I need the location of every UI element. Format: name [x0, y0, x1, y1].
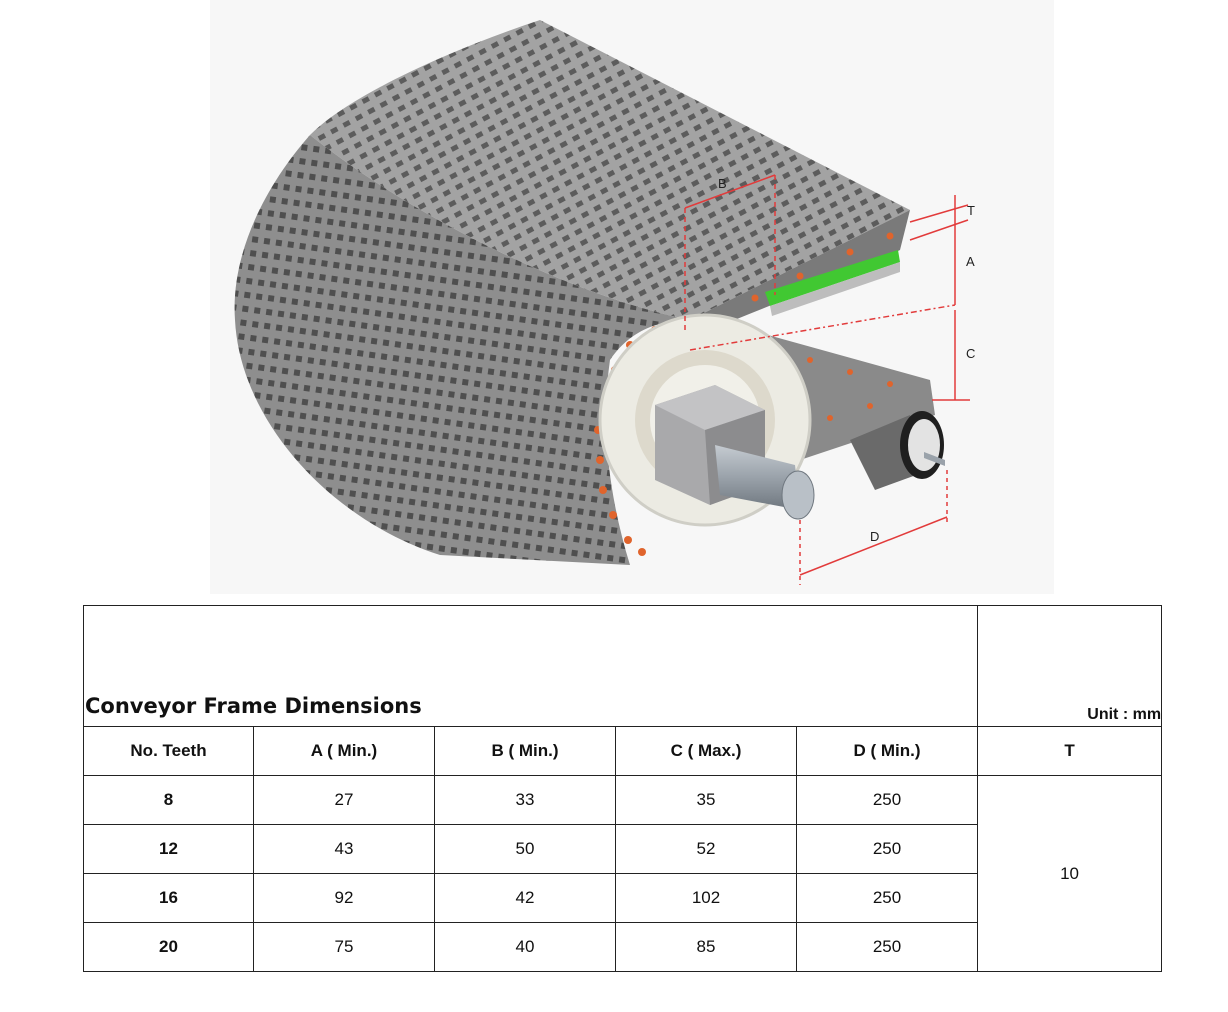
cell-a: 92 [253, 873, 435, 923]
cell-a: 43 [253, 824, 435, 874]
cell-d: 250 [795, 824, 979, 874]
cell-c: 102 [615, 873, 797, 923]
cell-b: 42 [434, 873, 616, 923]
unit-cell: Unit : mm [977, 605, 1163, 727]
cell-c: 52 [615, 824, 797, 874]
cell-t: 10 [977, 775, 1163, 972]
header-c: C ( Max.) [615, 726, 797, 776]
cell-teeth: 12 [83, 824, 254, 874]
cell-b: 40 [434, 922, 616, 972]
cell-teeth: 8 [83, 775, 254, 825]
cell-a: 75 [253, 922, 435, 972]
cell-teeth: 20 [83, 922, 254, 972]
belt-curved-body [234, 135, 690, 565]
conveyor-illustration: B T A C D [210, 0, 1054, 594]
table-row: 16 92 42 102 250 [83, 873, 1162, 923]
table-title-cell: Conveyor Frame Dimensions [82, 605, 979, 727]
cell-a: 27 [253, 775, 435, 825]
header-no-teeth: No. Teeth [83, 726, 254, 776]
cell-c: 35 [615, 775, 797, 825]
wear-strip [765, 250, 900, 306]
label-a: A [966, 254, 975, 269]
belt-top-surface [310, 20, 910, 320]
dimension-labels: B T A C D [718, 176, 975, 544]
label-b: B [718, 176, 727, 191]
label-c: C [966, 346, 975, 361]
cell-d: 250 [795, 922, 979, 972]
cell-teeth: 16 [83, 873, 254, 923]
table-title: Conveyor Frame Dimensions [85, 694, 422, 718]
table-row: 12 43 50 52 250 [83, 824, 1162, 874]
dimension-lines [684, 174, 970, 585]
belt-end-section [690, 210, 910, 330]
label-t: T [967, 203, 975, 218]
dimensions-table: Conveyor Frame Dimensions Unit : mm No. … [82, 605, 1163, 972]
unit-label: Unit : mm [1087, 706, 1162, 723]
cell-b: 33 [434, 775, 616, 825]
drive-shaft [715, 445, 815, 520]
cell-d: 250 [795, 873, 979, 923]
header-d: D ( Min.) [795, 726, 979, 776]
cell-c: 85 [615, 922, 797, 972]
idler-roller [850, 411, 945, 490]
label-d: D [870, 529, 879, 544]
cell-b: 50 [434, 824, 616, 874]
header-t: T [977, 726, 1163, 776]
header-b: B ( Min.) [434, 726, 616, 776]
header-a: A ( Min.) [253, 726, 435, 776]
table-row: 20 75 40 85 250 [83, 922, 1162, 972]
table-row: 8 27 33 35 250 10 [83, 775, 1163, 972]
cell-d: 250 [795, 775, 979, 825]
table-header-row: No. Teeth A ( Min.) B ( Min.) C ( Max.) … [83, 726, 1163, 776]
